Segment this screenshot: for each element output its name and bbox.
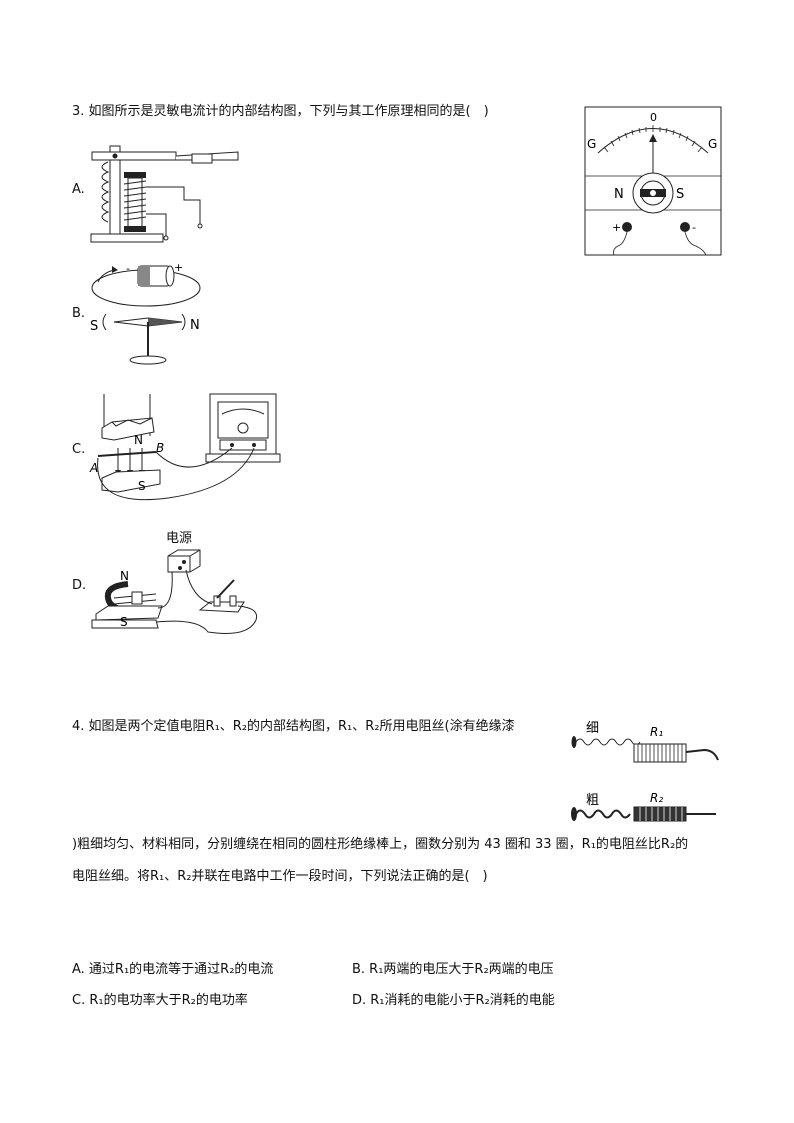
- magnet-n-label: N: [614, 187, 624, 202]
- terminal-minus-label: -: [692, 221, 696, 234]
- battery-plus-label: +: [174, 261, 183, 274]
- q4-stem-line2: )粗细均匀、材料相同，分别缠绕在相同的圆柱形绝缘棒上，圈数分别为 43 圈和 3…: [72, 837, 689, 852]
- r1-label: R₁: [650, 725, 663, 739]
- wire-a-label: A: [89, 461, 98, 475]
- magnet-s-label-c: S: [138, 479, 146, 493]
- magnet-n-label-c: N: [134, 433, 143, 447]
- power-source-label: 电源: [166, 531, 193, 546]
- scale-g-left-label: G: [587, 137, 596, 151]
- q4-option-b[interactable]: B. R₁两端的电压大于R₂两端的电压: [352, 962, 554, 977]
- q3-option-a-label: A.: [72, 182, 85, 197]
- q4-option-a[interactable]: A. 通过R₁的电流等于通过R₂的电流: [72, 962, 274, 977]
- option-b-figure: - + S N: [90, 261, 201, 365]
- terminal-plus-label: +: [612, 221, 621, 234]
- thick-wire-label: 粗: [586, 793, 599, 808]
- thin-wire-label: 细: [586, 721, 599, 736]
- scale-g-right-label: G: [708, 137, 717, 151]
- q3-option-b-label: B.: [72, 306, 86, 321]
- r2-label: R₂: [650, 791, 663, 805]
- magnet-s-label: S: [676, 187, 684, 202]
- motor-s-label: S: [120, 615, 128, 629]
- q3-option-d-label: D.: [72, 578, 87, 593]
- option-d-figure: N S: [91, 549, 258, 634]
- q4-option-c[interactable]: C. R₁的电功率大于R₂的电功率: [72, 993, 248, 1008]
- galvanometer-figure: 0 G G N S + -: [584, 106, 722, 256]
- option-c-figure: N A B S: [89, 393, 281, 501]
- battery-minus-label: -: [126, 262, 130, 275]
- q4-option-d[interactable]: D. R₁消耗的电能小于R₂消耗的电能: [352, 993, 555, 1008]
- q4-stem-line3: 电阻丝细。将R₁、R₂并联在电路中工作一段时间，下列说法正确的是( ): [72, 869, 488, 884]
- q3-option-c-label: C.: [72, 442, 86, 457]
- option-a-figure: [90, 145, 239, 243]
- wire-b-label: B: [156, 441, 164, 455]
- scale-zero-label: 0: [650, 111, 657, 124]
- resistor-figure: 细 R₁ 粗 R₂: [571, 721, 719, 822]
- q3-stem: 3. 如图所示是灵敏电流计的内部结构图，下列与其工作原理相同的是( ): [72, 104, 489, 119]
- needle-n-label: N: [190, 318, 200, 333]
- q4-stem-line1: 4. 如图是两个定值电阻R₁、R₂的内部结构图，R₁、R₂所用电阻丝(涂有绝缘漆: [72, 719, 515, 734]
- needle-s-label: S: [90, 319, 98, 334]
- motor-n-label: N: [120, 569, 129, 583]
